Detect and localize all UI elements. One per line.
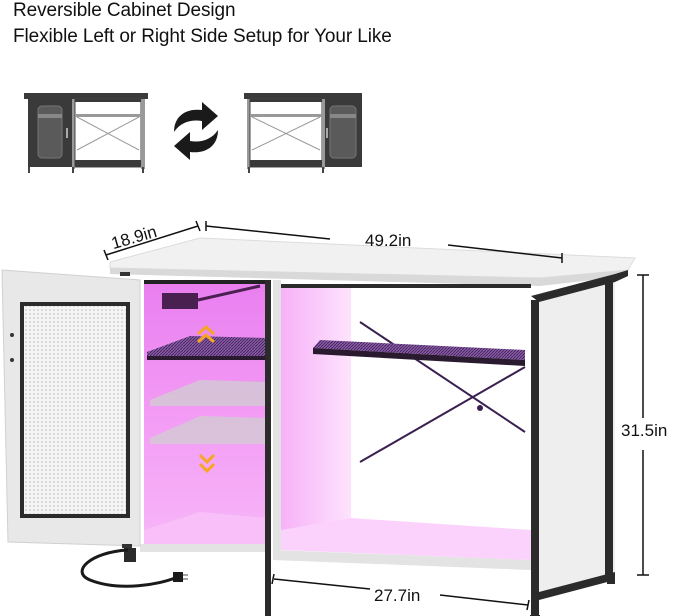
- height-dimension-label: 31.5in: [621, 421, 668, 440]
- subtitle-flexible-setup: Flexible Left or Right Side Setup for Yo…: [13, 26, 392, 47]
- title-reversible-cabinet: Reversible Cabinet Design: [13, 0, 236, 21]
- thumbnail-cabinet-left: [22, 90, 150, 176]
- tv-stand-cabinet-illustration: [0, 200, 679, 616]
- swap-arrows-icon: [168, 100, 224, 162]
- thumbnail-cabinet-right: [242, 90, 362, 176]
- width-dimension-label: 49.2in: [365, 231, 412, 250]
- open-section-width-label: 27.7in: [374, 586, 421, 605]
